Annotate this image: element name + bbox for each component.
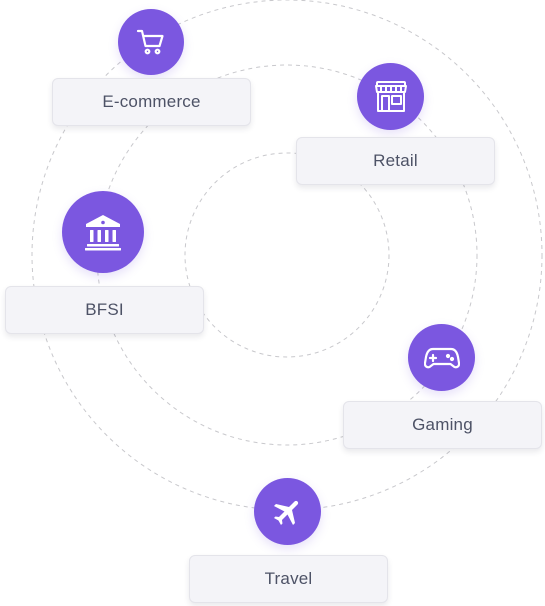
industry-chip-retail[interactable]: Retail [296, 137, 495, 185]
bank-icon [62, 191, 144, 273]
storefront-icon [357, 63, 424, 130]
industry-label: Gaming [412, 415, 473, 434]
industry-chip-ecommerce[interactable]: E-commerce [52, 78, 251, 126]
shopping-cart-icon [118, 9, 184, 75]
industry-label: Retail [373, 151, 418, 170]
industry-chip-bfsi[interactable]: BFSI [5, 286, 204, 334]
industry-label: BFSI [85, 300, 124, 319]
industry-chip-gaming[interactable]: Gaming [343, 401, 542, 449]
inner-ring [184, 152, 390, 358]
gamepad-icon [408, 324, 475, 391]
industry-label: E-commerce [102, 92, 201, 111]
industry-chip-travel[interactable]: Travel [189, 555, 388, 603]
airplane-icon [254, 478, 321, 545]
industry-label: Travel [264, 569, 313, 588]
middle-ring [96, 64, 478, 446]
